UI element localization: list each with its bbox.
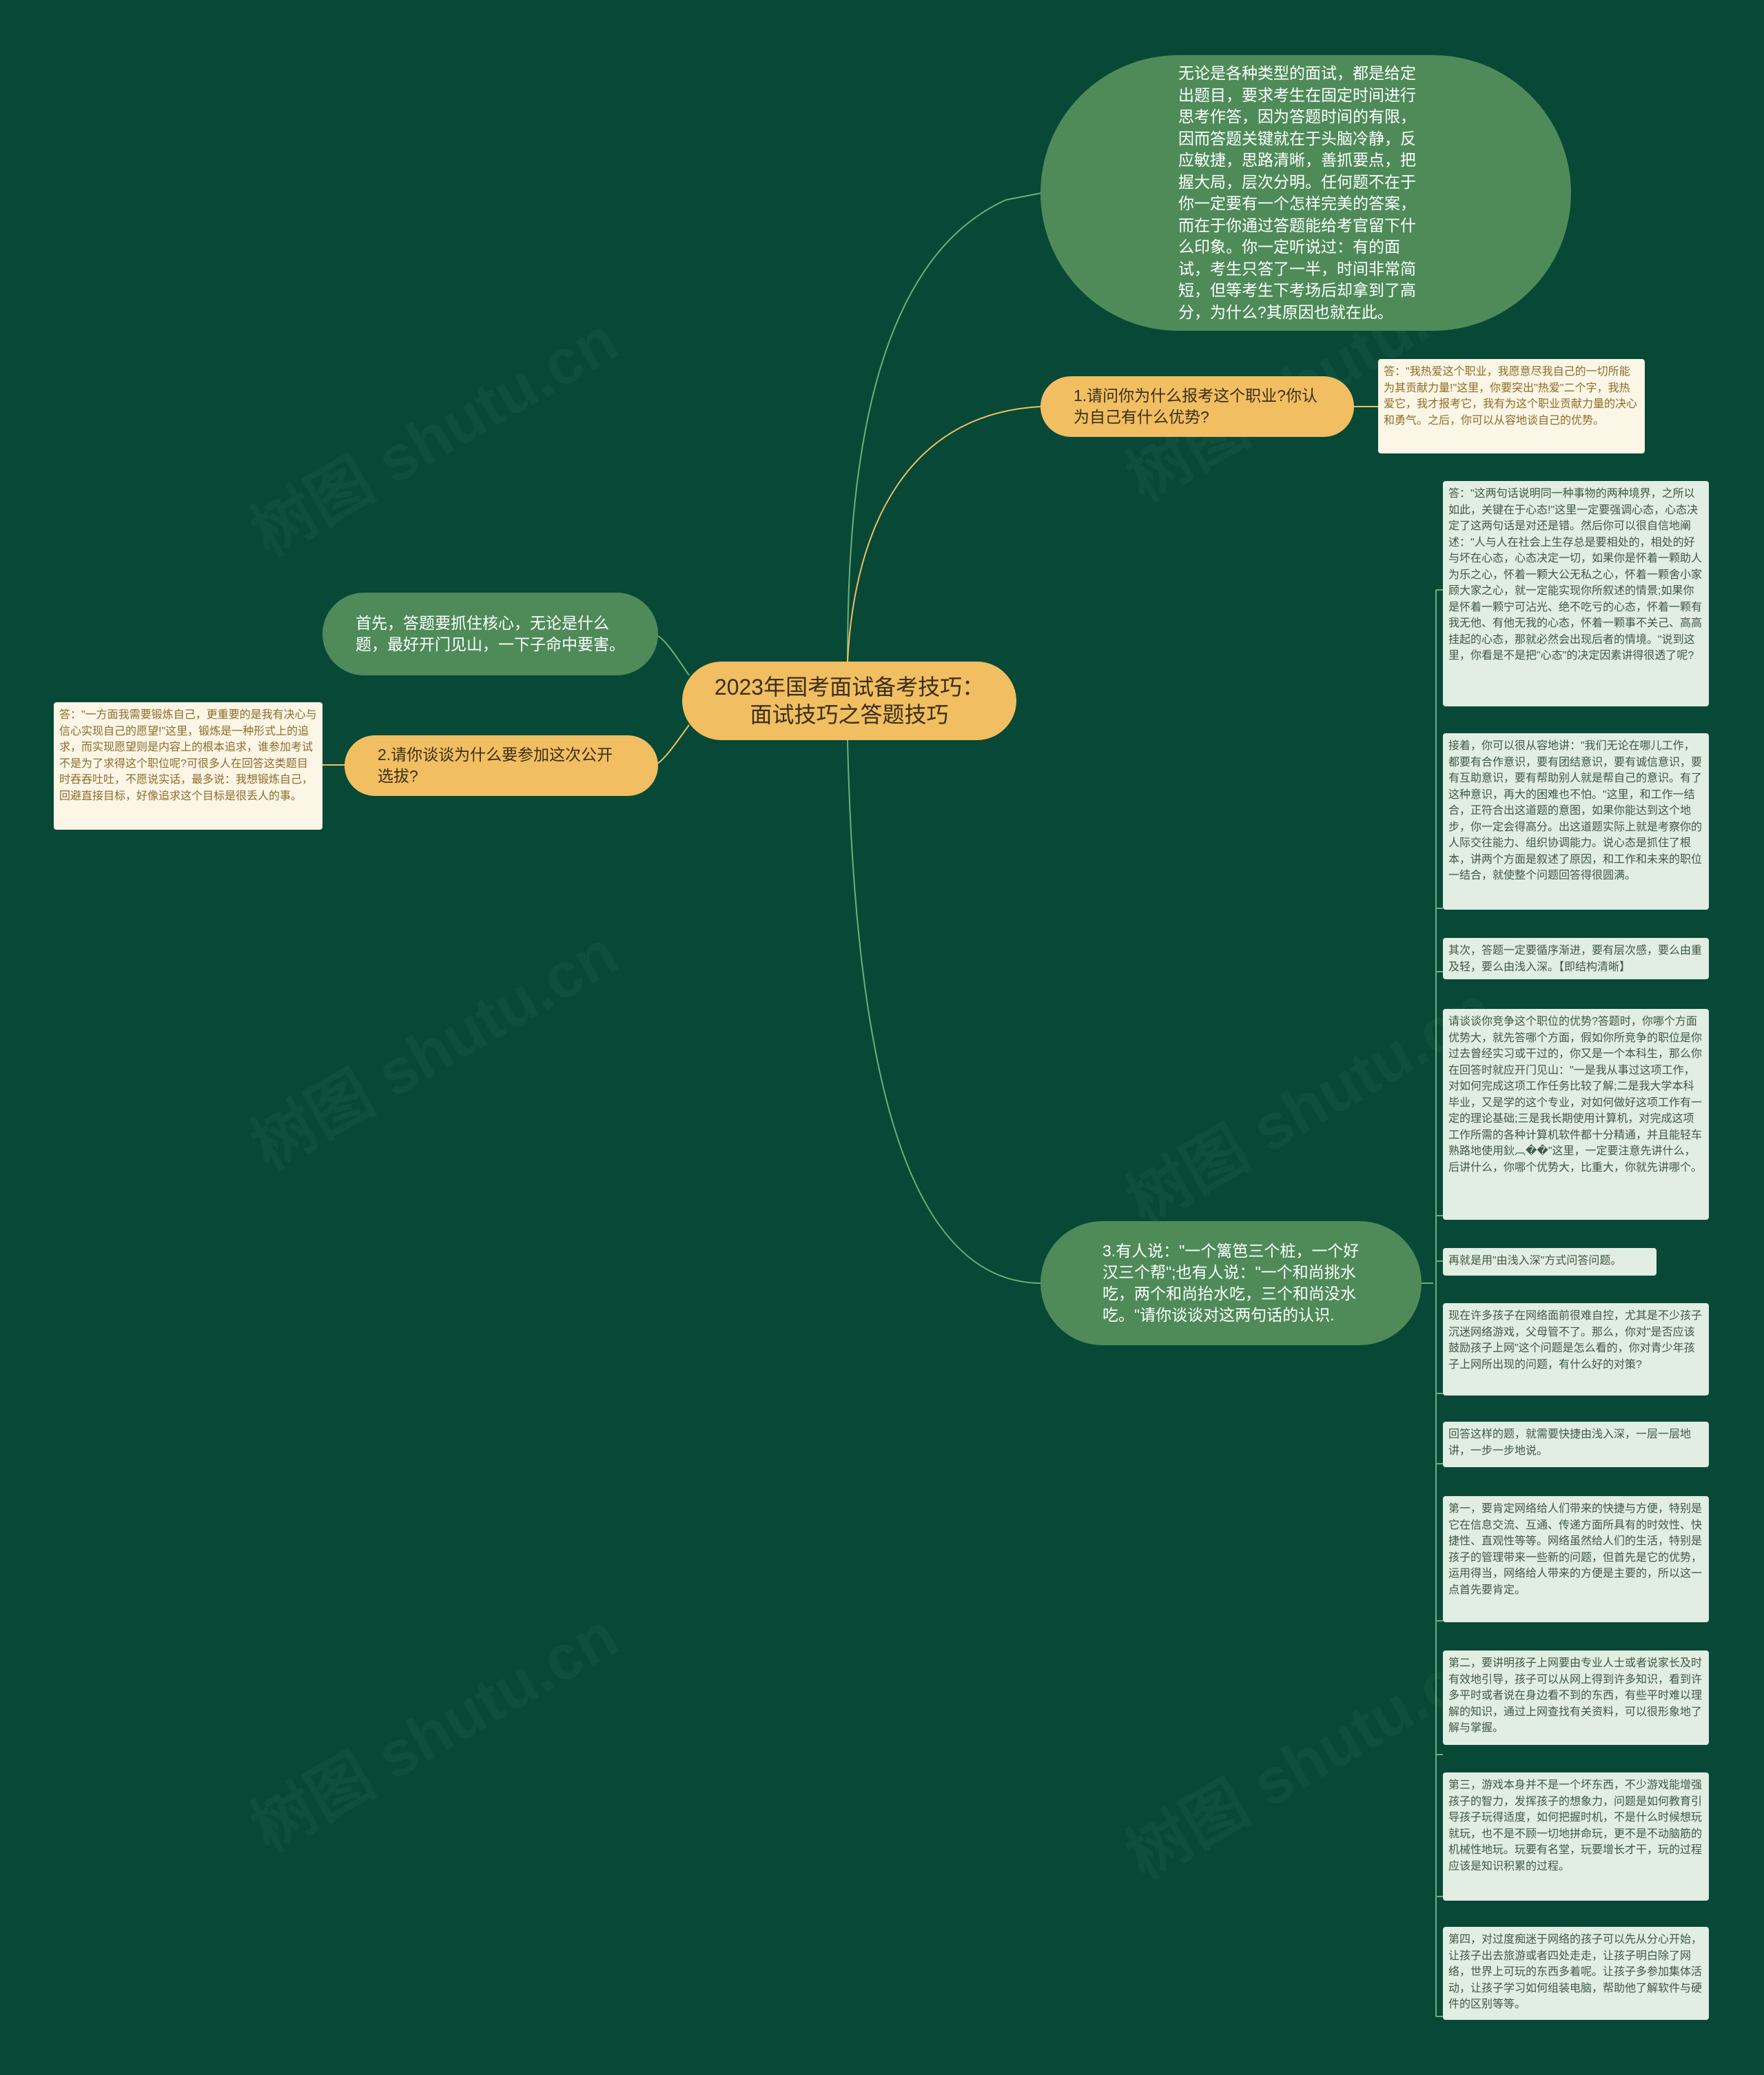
q3-note: 接着，你可以很从容地讲："我们无论在哪儿工作，都要有合作意识，要有团结意识，要有… [1443, 733, 1709, 910]
q3-note: 答："这两句话说明同一种事物的两种境界，之所以如此，关键在于心态!"这里一定要强… [1443, 481, 1709, 706]
q3-note-text: 第三，游戏本身并不是一个坏东西，不少游戏能增强孩子的智力，发挥孩子的想象力，问题… [1448, 1779, 1703, 1872]
intro-text: 无论是各种类型的面试，都是给定出题目，要求考生在固定时间进行思考作答，因为答题时… [1178, 64, 1416, 321]
center-topic-label: 2023年国考面试备考技巧：面试技巧之答题技巧 [714, 675, 985, 727]
link-center-q3 [847, 739, 1041, 1284]
q3-note-text: 第二，要讲明孩子上网要由专业人士或者说家长及时有效地引导，孩子可以从网上得到许多… [1448, 1657, 1703, 1734]
left1-node[interactable]: 首先，答题要抓住核心，无论是什么题，最好开门见山，一下子命中要害。 [322, 593, 658, 675]
q1-answer-text: 答："我热爱这个职业，我愿意尽我自己的一切所能为其贡献力量!"这里，你要突出"热… [1384, 366, 1638, 427]
q3-note-text: 其次，答题一定要循序渐进，要有层次感，要么由重及轻，要么由浅入深。【即结构清晰】 [1448, 945, 1703, 973]
q3-note-text: 请谈谈你竞争这个职位的优势?答题时，你哪个方面优势大，就先答哪个方面，假如你所竞… [1448, 1016, 1703, 1174]
q3-note: 再就是用"由浅入深"方式问答问题。 [1443, 1248, 1657, 1276]
intro-node[interactable]: 无论是各种类型的面试，都是给定出题目，要求考生在固定时间进行思考作答，因为答题时… [1040, 55, 1571, 331]
q3-note-text: 答："这两句话说明同一种事物的两种境界，之所以如此，关键在于心态!"这里一定要强… [1448, 488, 1703, 662]
q2-answer-text: 答："一方面我需要锻炼自己，更重要的是我有决心与信心实现自己的愿望!"这里，锻炼… [59, 709, 317, 802]
link-q3-trunk [1418, 590, 1437, 2016]
q3-note: 第一，要肯定网络给人们带来的快捷与方便，特别是它在信息交流、互通、传递方面所具有… [1443, 1496, 1709, 1622]
q3-note-text: 再就是用"由浅入深"方式问答问题。 [1448, 1255, 1622, 1267]
q3-note-text: 回答这样的题，就需要快捷由浅入深，一层一层地讲，一步一步地说。 [1448, 1429, 1692, 1457]
link-center-left1 [654, 634, 690, 676]
q2-node[interactable]: 2.请你谈谈为什么要参加这次公开选拔? [345, 735, 658, 796]
link-center-intro [847, 192, 1043, 662]
q2-answer-note: 答："一方面我需要锻炼自己，更重要的是我有决心与信心实现自己的愿望!"这里，锻炼… [54, 702, 322, 830]
center-topic[interactable]: 2023年国考面试备考技巧：面试技巧之答题技巧 [682, 662, 1016, 740]
q3-note: 第二，要讲明孩子上网要由专业人士或者说家长及时有效地引导，孩子可以从网上得到许多… [1443, 1650, 1709, 1745]
link-center-q2 [654, 724, 690, 766]
q1-label: 1.请问你为什么报考这个职业?你认为自己有什么优势? [1074, 387, 1317, 426]
q3-note: 第四，对过度痴迷于网络的孩子可以先从分心开始，让孩子出去旅游或者四处走走，让孩子… [1443, 1927, 1709, 2020]
link-center-q1 [847, 406, 1041, 662]
q3-node[interactable]: 3.有人说："一个篱笆三个桩，一个好汉三个帮";也有人说："一个和尚挑水吃，两个… [1040, 1221, 1422, 1345]
q3-note: 请谈谈你竞争这个职位的优势?答题时，你哪个方面优势大，就先答哪个方面，假如你所竞… [1443, 1009, 1709, 1220]
q3-note: 现在许多孩子在网络面前很难自控，尤其是不少孩子沉迷网络游戏，父母管不了。那么，你… [1443, 1303, 1709, 1396]
q1-node[interactable]: 1.请问你为什么报考这个职业?你认为自己有什么优势? [1040, 376, 1354, 437]
q3-note-text: 现在许多孩子在网络面前很难自控，尤其是不少孩子沉迷网络游戏，父母管不了。那么，你… [1448, 1310, 1703, 1371]
q3-label: 3.有人说："一个篱笆三个桩，一个好汉三个帮";也有人说："一个和尚挑水吃，两个… [1102, 1242, 1360, 1324]
q3-note-text: 接着，你可以很从容地讲："我们无论在哪儿工作，都要有合作意识，要有团结意识，要有… [1448, 740, 1703, 881]
q3-note-text: 第一，要肯定网络给人们带来的快捷与方便，特别是它在信息交流、互通、传递方面所具有… [1448, 1503, 1703, 1596]
q3-note-text: 第四，对过度痴迷于网络的孩子可以先从分心开始，让孩子出去旅游或者四处走走，让孩子… [1448, 1934, 1703, 2010]
q3-note: 其次，答题一定要循序渐进，要有层次感，要么由重及轻，要么由浅入深。【即结构清晰】 [1443, 938, 1709, 979]
left1-label: 首先，答题要抓住核心，无论是什么题，最好开门见山，一下子命中要害。 [356, 614, 625, 653]
q1-answer-note: 答："我热爱这个职业，我愿意尽我自己的一切所能为其贡献力量!"这里，你要突出"热… [1378, 359, 1645, 453]
q3-note: 第三，游戏本身并不是一个坏东西，不少游戏能增强孩子的智力，发挥孩子的想象力，问题… [1443, 1772, 1709, 1901]
q2-label: 2.请你谈谈为什么要参加这次公开选拔? [378, 746, 613, 785]
q3-note: 回答这样的题，就需要快捷由浅入深，一层一层地讲，一步一步地说。 [1443, 1422, 1709, 1467]
